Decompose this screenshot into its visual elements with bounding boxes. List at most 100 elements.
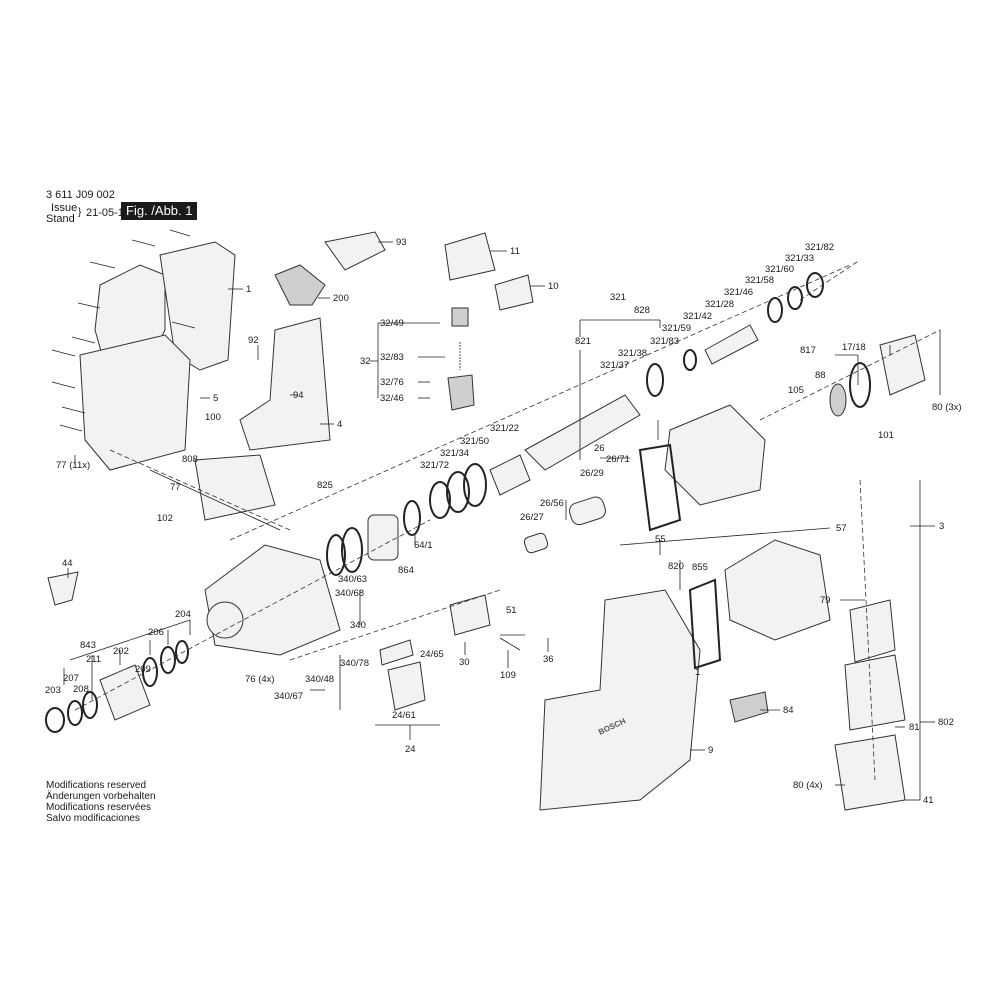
callout-84: 84 <box>783 705 794 716</box>
drawing-number: 3 611 J09 002 <box>46 189 115 201</box>
callout-9: 9 <box>708 745 713 756</box>
callout-321-72: 321/72 <box>420 460 449 471</box>
pinion-340-48 <box>379 639 414 666</box>
stand-label: Stand <box>46 213 75 225</box>
callout-101: 101 <box>878 430 894 441</box>
ring-321-72 <box>429 481 451 519</box>
callout-32-46: 32/46 <box>380 393 404 404</box>
callout-321-28: 321/28 <box>705 299 734 310</box>
callout-76-4x: 76 (4x) <box>245 674 275 685</box>
callout-17-18: 17/18 <box>842 342 866 353</box>
bracket-24 <box>387 661 426 711</box>
flange-101 <box>879 334 926 396</box>
callout-36: 36 <box>543 654 554 665</box>
issue-date: 21-05-10 <box>86 207 131 219</box>
gearbox-housing <box>664 404 766 506</box>
ring-208 <box>82 691 98 719</box>
callout-26-27: 26/27 <box>520 512 544 523</box>
callout-24: 24 <box>405 744 416 755</box>
note-de: Änderungen vorbehalten <box>46 791 156 802</box>
main-housing <box>539 589 701 811</box>
callout-340-48: 340/48 <box>305 674 334 685</box>
callout-321: 321 <box>610 292 626 303</box>
callout-5: 5 <box>213 393 218 404</box>
callout-211: 211 <box>86 654 101 665</box>
callout-321-59: 321/59 <box>662 323 691 334</box>
ring-321-33 <box>787 286 803 310</box>
ring-340-63 <box>326 534 346 576</box>
callout-30: 30 <box>459 657 470 668</box>
issue-bracket: } <box>78 207 82 218</box>
gearbox-lower <box>724 539 831 641</box>
callout-321-58: 321/58 <box>745 275 774 286</box>
callout-202: 202 <box>113 646 129 657</box>
callout-817: 817 <box>800 345 816 356</box>
callout-855: 855 <box>692 562 708 573</box>
ring-203 <box>45 707 65 733</box>
label-10 <box>494 274 534 311</box>
leader-lines <box>63 241 941 801</box>
callout-24-65: 24/65 <box>420 649 444 660</box>
callout-820: 820 <box>668 561 684 572</box>
callout-864: 864 <box>398 565 414 576</box>
callout-26-56: 26/56 <box>540 498 564 509</box>
note-es: Salvo modificaciones <box>46 813 140 824</box>
label-44 <box>47 571 79 606</box>
footer-notes: Modifications reserved Änderungen vorbeh… <box>46 780 156 824</box>
electronics-module <box>239 317 331 451</box>
callout-802: 802 <box>938 717 954 728</box>
callout-4: 4 <box>337 419 342 430</box>
callout-11: 11 <box>510 246 520 257</box>
callout-26: 26 <box>594 443 605 454</box>
gear-housing <box>204 544 341 656</box>
callout-843: 843 <box>80 640 96 651</box>
callout-340-78: 340/78 <box>340 658 369 669</box>
callout-64-1: 64/1 <box>414 540 433 551</box>
ring-321-34 <box>446 471 470 513</box>
trigger-module <box>274 264 326 306</box>
brush-holder-32-76 <box>447 374 475 411</box>
ring-204 <box>175 640 189 664</box>
callout-41: 41 <box>923 795 934 806</box>
housing-nose <box>206 601 244 639</box>
callout-79: 79 <box>820 595 831 606</box>
callout-81: 81 <box>909 722 920 733</box>
callout-32-49: 32/49 <box>380 318 404 329</box>
callout-32: 32 <box>360 356 371 367</box>
ring-321-59 <box>683 349 697 371</box>
callout-94: 94 <box>293 390 304 401</box>
callout-828: 828 <box>634 305 650 316</box>
battery-contact <box>194 454 276 521</box>
tool-sleeve-202 <box>99 664 151 721</box>
callout-321-46: 321/46 <box>724 287 753 298</box>
callout-321-34: 321/34 <box>440 448 469 459</box>
housing-lower <box>79 334 191 471</box>
ring-321-50 <box>463 463 487 507</box>
figure-label: Fig. /Abb. 1 <box>121 202 198 220</box>
gear-321-22 <box>489 454 531 496</box>
callout-321-37: 321/37 <box>600 360 629 371</box>
note-fr: Modifications reservées <box>46 802 152 813</box>
callout-92: 92 <box>248 335 259 346</box>
callout-57: 57 <box>836 523 847 534</box>
sleeve-864 <box>367 514 399 561</box>
callout-321-33: 321/33 <box>785 253 814 264</box>
callout-821: 821 <box>575 336 591 347</box>
callout-321-82: 321/82 <box>805 242 834 253</box>
issue-label: Issue <box>51 202 78 214</box>
callout-321-22: 321/22 <box>490 423 519 434</box>
callout-321-60: 321/60 <box>765 264 794 275</box>
motor-housing-41 <box>834 734 906 811</box>
callout-80-3x: 80 (3x) <box>932 402 962 413</box>
callout-26-29: 26/29 <box>580 468 604 479</box>
callout-100: 100 <box>205 412 221 423</box>
callout-24-61: 24/61 <box>392 710 416 721</box>
callout-77: 77 <box>170 482 181 493</box>
callout-200: 200 <box>333 293 349 304</box>
callout-1-top: 1 <box>246 284 251 295</box>
ring-321-58 <box>767 297 783 323</box>
callout-105: 105 <box>788 385 804 396</box>
callout-340-68: 340/68 <box>335 588 364 599</box>
cam-30 <box>449 594 491 636</box>
label-11 <box>444 232 496 281</box>
